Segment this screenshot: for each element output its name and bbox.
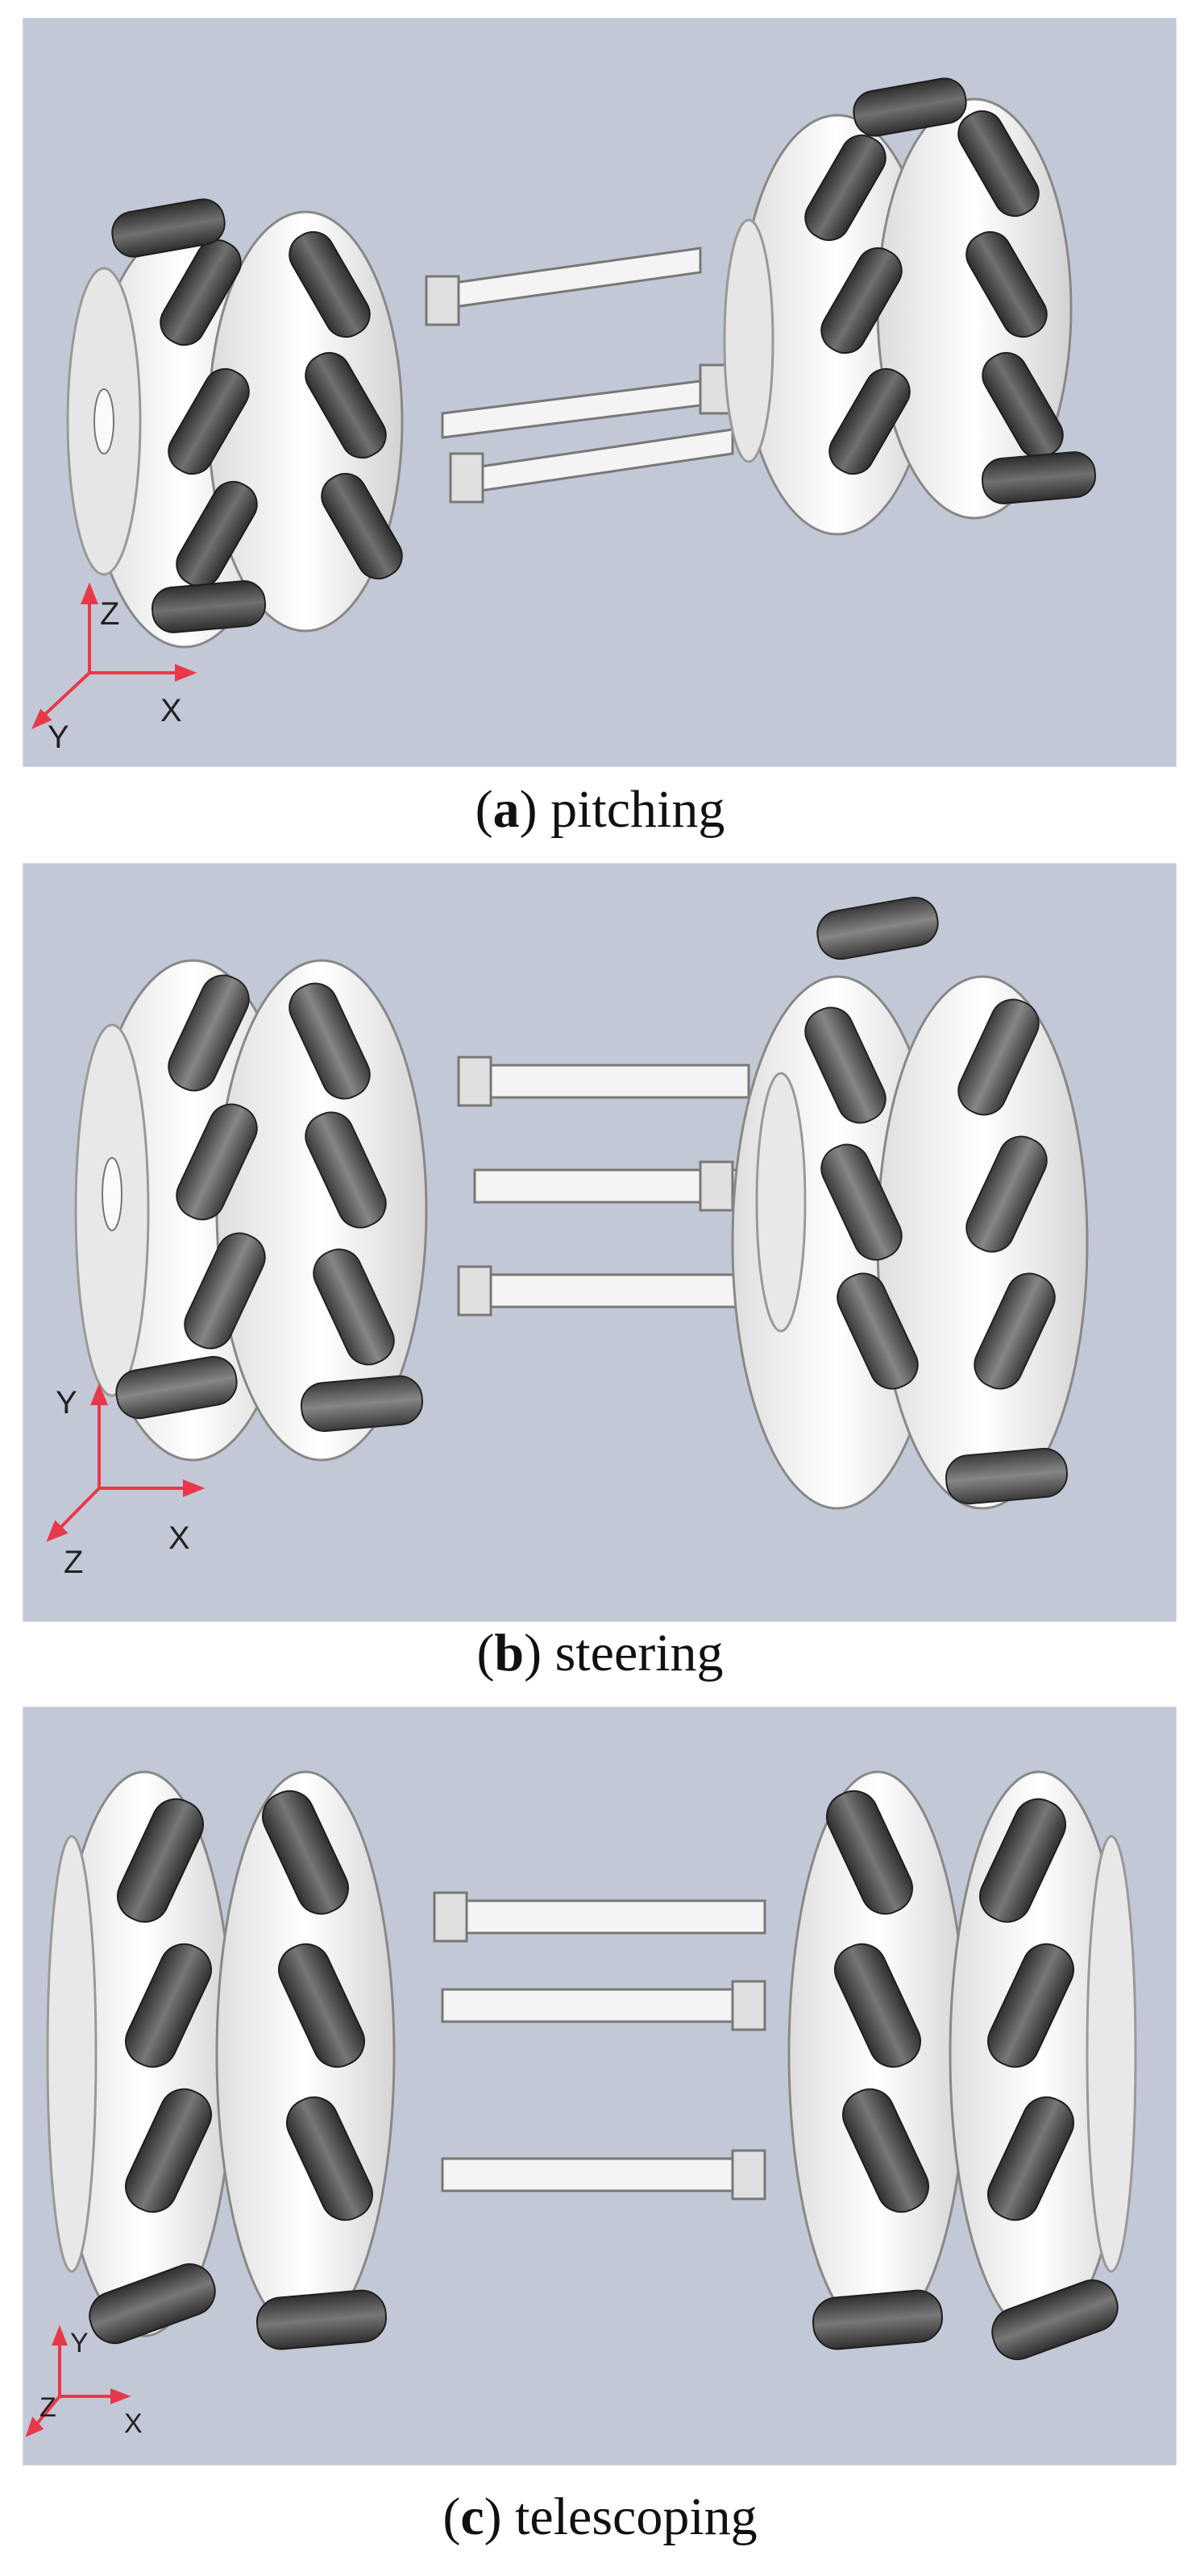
- left-wheel-module: [46, 1770, 396, 2352]
- panel-b-steering: Y X Z: [23, 863, 1177, 1622]
- coordinate-axes: [25, 2325, 131, 2437]
- axis-label-z: Z: [39, 2392, 56, 2423]
- linkage-rods: [457, 1056, 750, 1317]
- axis-label-y: Y: [70, 2328, 89, 2358]
- robot-render-telescoping: Y X Z: [25, 1770, 1137, 2439]
- caption-a: (a) pitching: [475, 780, 725, 839]
- panel-a-pitching: Z X Y: [23, 18, 1177, 767]
- linkage-rods: [425, 247, 734, 504]
- robot-render-pitching: Z X Y: [31, 74, 1098, 755]
- axis-label-x: X: [124, 2408, 143, 2439]
- caption-c: (c) telescoping: [442, 2487, 758, 2546]
- axis-label-z: Z: [64, 1545, 83, 1580]
- robot-render-steering: Y X Z: [46, 893, 1089, 1580]
- left-wheel-module: [74, 959, 428, 1462]
- right-wheel-module: [731, 893, 1089, 1510]
- linkage-rods: [433, 1891, 766, 2201]
- right-wheel-module: [723, 74, 1098, 536]
- caption-b: (b) steering: [476, 1624, 724, 1682]
- axis-label-z: Z: [100, 596, 119, 632]
- axis-label-x: X: [168, 1520, 190, 1556]
- coordinate-axes: [31, 582, 197, 729]
- axis-label-y: Y: [48, 720, 69, 755]
- right-wheel-module: [787, 1770, 1137, 2367]
- left-wheel-module: [66, 195, 411, 649]
- coordinate-axes: [46, 1383, 206, 1542]
- panel-c-telescoping: Y X Z: [23, 1707, 1177, 2466]
- axis-label-y: Y: [56, 1385, 77, 1421]
- axis-label-x: X: [160, 693, 182, 728]
